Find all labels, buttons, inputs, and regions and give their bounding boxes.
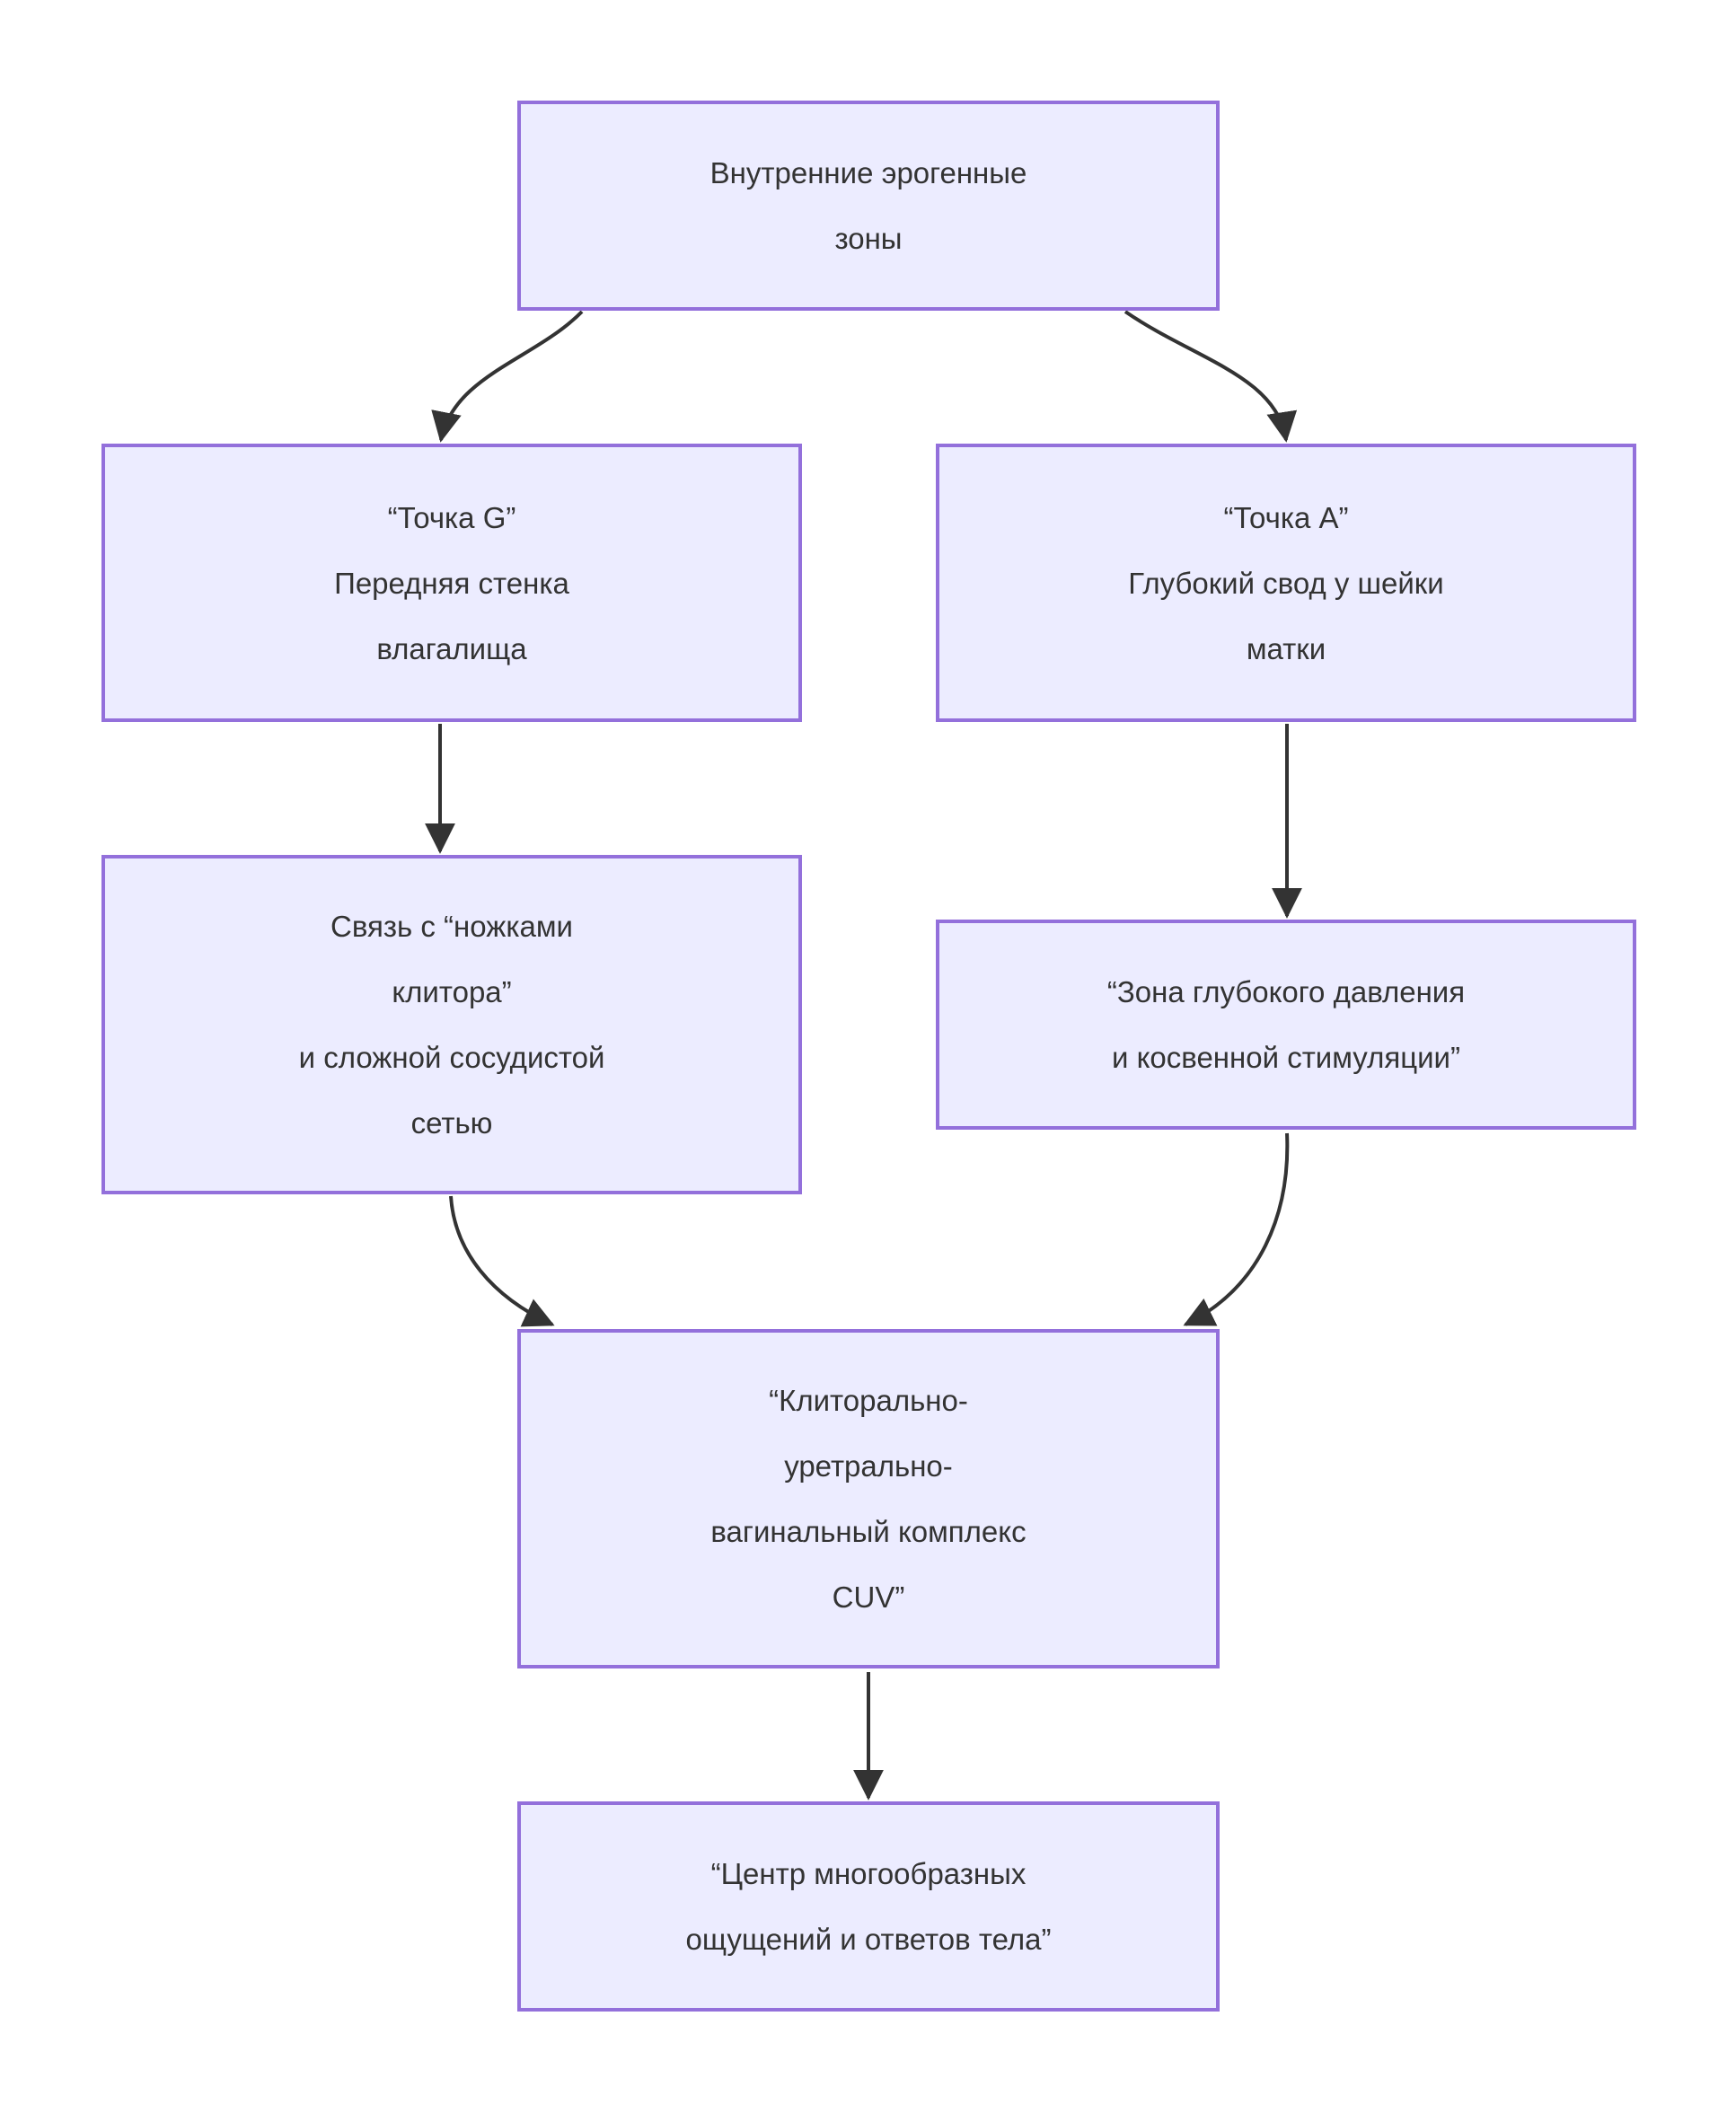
- node-internal-erogenous-zones: Внутренние эрогенные зоны: [517, 101, 1220, 311]
- node-label: Внутренние эрогенные зоны: [709, 156, 1027, 255]
- node-label: “Центр многообразных ощущений и ответов …: [685, 1857, 1052, 1956]
- node-deep-pressure-zone: “Зона глубокого давления и косвенной сти…: [936, 920, 1636, 1130]
- node-point-a: “Точка А” Глубокий свод у шейки матки: [936, 444, 1636, 722]
- edge-internal-zones-to-point-a: [1124, 310, 1298, 443]
- node-label: Связь с “ножками клитора” и сложной сосу…: [298, 910, 605, 1140]
- edge-internal-zones-to-point-g: [431, 310, 584, 443]
- node-label: “Клиторально- уретрально- вагинальный ко…: [710, 1384, 1027, 1614]
- edge-crura-link-to-cuv-complex: [449, 1195, 555, 1327]
- edge-deep-pressure-to-cuv-complex: [1183, 1132, 1290, 1326]
- node-label: “Точка А” Глубокий свод у шейки матки: [1128, 500, 1444, 665]
- node-sensation-center: “Центр многообразных ощущений и ответов …: [517, 1801, 1220, 2012]
- node-point-g: “Точка G” Передняя стенка влагалища: [101, 444, 802, 722]
- node-label: “Точка G” Передняя стенка влагалища: [334, 500, 569, 665]
- node-cuv-complex: “Клиторально- уретрально- вагинальный ко…: [517, 1329, 1220, 1668]
- node-clitoral-crura-link: Связь с “ножками клитора” и сложной сосу…: [101, 855, 802, 1194]
- node-label: “Зона глубокого давления и косвенной сти…: [1106, 975, 1466, 1074]
